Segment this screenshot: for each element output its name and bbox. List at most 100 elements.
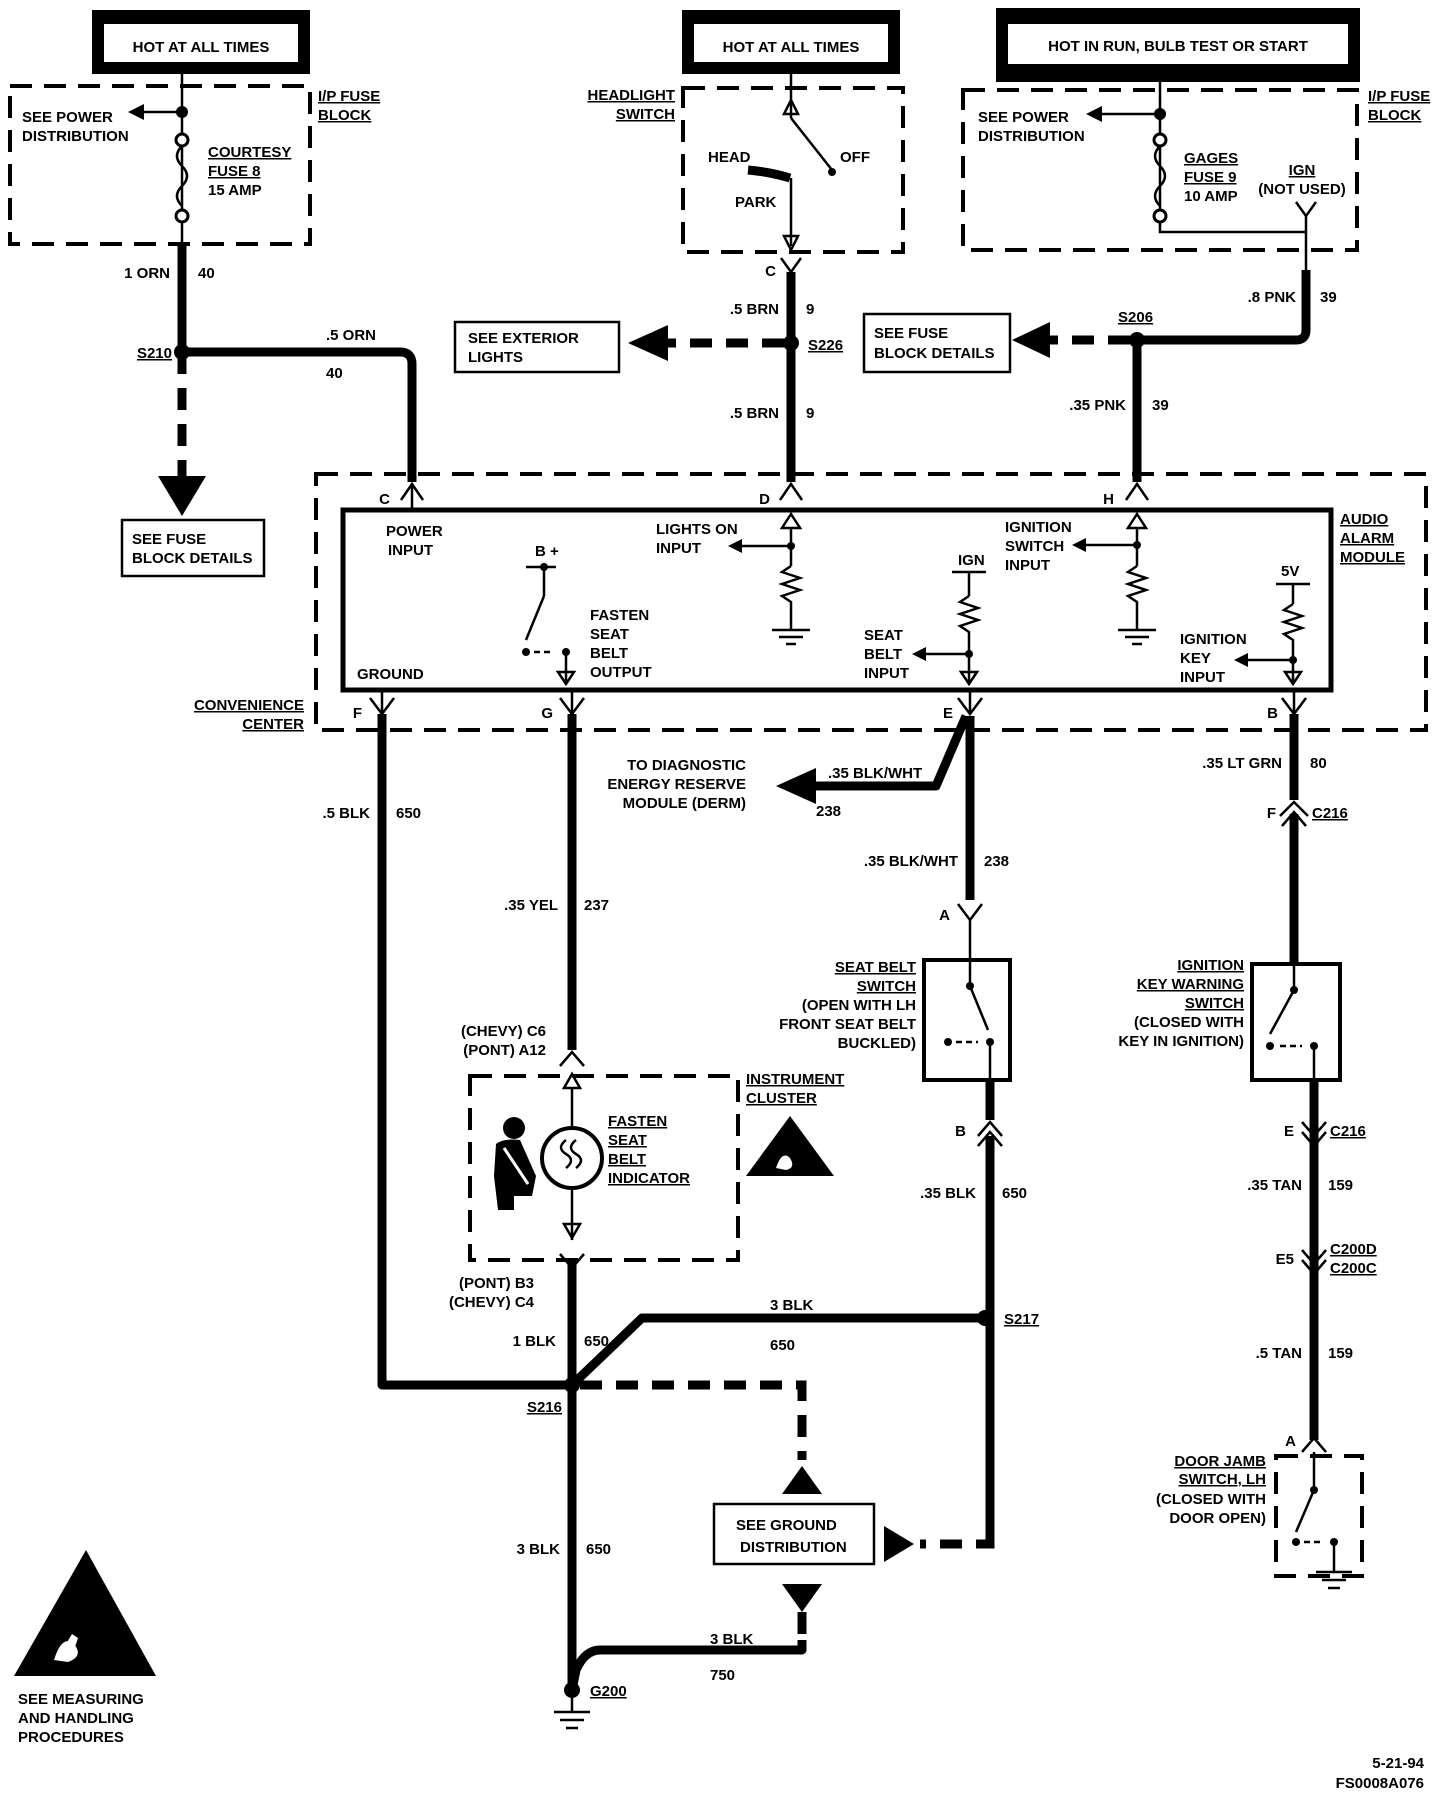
c216-e-pin: E (1284, 1123, 1294, 1140)
w11-circuit: 80 (1310, 755, 1327, 772)
headlight-title-1: HEADLIGHT (588, 87, 676, 104)
fuse-details-left-2: BLOCK DETAILS (132, 550, 253, 567)
door-title-2: SWITCH, LH (1179, 1471, 1267, 1488)
w16-gauge: 3 BLK (770, 1297, 814, 1314)
door-jamb-switch: A DOOR JAMB SWITCH, LH (CLOSED WITH DOOR… (1156, 1433, 1364, 1590)
instrument-cluster: (CHEVY) C6 (PONT) A12 FASTEN SEAT BELT I… (449, 1023, 844, 1385)
fasten-output-3: BELT (590, 645, 628, 662)
cluster-pin-bottom-1: (PONT) B3 (459, 1275, 534, 1292)
w9-gauge: .35 BLK/WHT (828, 765, 922, 782)
headlight-park: PARK (735, 194, 777, 211)
ik-title-1: IGNITION (1177, 957, 1244, 974)
hot-in-run-box: HOT IN RUN, BULB TEST OR START (996, 8, 1360, 82)
w2-circuit: 40 (326, 365, 343, 382)
right-fuse-block: SEE POWER DISTRIBUTION I/P FUSE BLOCK GA… (961, 82, 1430, 270)
module-title-2: ALARM (1340, 530, 1394, 547)
pin-b: B (1267, 705, 1278, 722)
w9-circuit: 238 (816, 803, 841, 820)
s216-label: S216 (527, 1399, 562, 1416)
w14-gauge: .5 TAN (1256, 1345, 1302, 1362)
hot-left-label: HOT AT ALL TIMES (133, 39, 270, 56)
w7-circuit: 650 (396, 805, 421, 822)
seat-belt-input-3: INPUT (864, 665, 909, 682)
w8-circuit: 237 (584, 897, 609, 914)
pin-h: H (1103, 491, 1114, 508)
w2-gauge: .5 ORN (326, 327, 376, 344)
s210-label: S210 (137, 345, 172, 362)
fuse-details-right-2: BLOCK DETAILS (874, 345, 995, 362)
g200-label: G200 (590, 1683, 627, 1700)
w17-gauge: 3 BLK (517, 1541, 561, 1558)
ign-label-module: IGN (958, 552, 985, 569)
w18-gauge: 3 BLK (710, 1631, 754, 1648)
hot-at-all-times-mid-box: HOT AT ALL TIMES (682, 10, 900, 74)
sb-note-3: BUCKLED) (838, 1035, 916, 1052)
fasten-output-2: SEAT (590, 626, 629, 643)
indicator-1: FASTEN (608, 1113, 667, 1130)
hot-mid-label: HOT AT ALL TIMES (723, 39, 860, 56)
ignition-key-warning-switch: IGNITION KEY WARNING SWITCH (CLOSED WITH… (1118, 957, 1377, 1440)
right-see-power-2: DISTRIBUTION (978, 128, 1085, 145)
ign-switch-1: IGNITION (1005, 519, 1072, 536)
seat-belt-switch: SEAT BELT SWITCH (OPEN WITH LH FRONT SEA… (779, 958, 1027, 1544)
right-fuse-block-label-1: I/P FUSE (1368, 88, 1430, 105)
cluster-pin-bottom-2: (CHEVY) C4 (449, 1294, 535, 1311)
sb-pin-a: A (939, 907, 950, 924)
fasten-output-1: FASTEN (590, 607, 649, 624)
left-see-power-2: DISTRIBUTION (22, 128, 129, 145)
sb-pin-b: B (955, 1123, 966, 1140)
ign-key-input-1: IGNITION (1180, 631, 1247, 648)
cluster-pin-top-1: (CHEVY) C6 (461, 1023, 546, 1040)
w16-circuit: 650 (770, 1337, 795, 1354)
w12-gauge: .35 BLK (920, 1185, 976, 1202)
w15-circuit: 650 (584, 1333, 609, 1350)
w14-circuit: 159 (1328, 1345, 1353, 1362)
w10-circuit: 238 (984, 853, 1009, 870)
gages-fuse-1: GAGES (1184, 150, 1238, 167)
fasten-output-4: OUTPUT (590, 664, 652, 681)
power-input-2: INPUT (388, 542, 433, 559)
connectors: A F C216 (939, 800, 1348, 964)
ign-label: IGN (1289, 162, 1316, 179)
derm-1: TO DIAGNOSTIC (627, 757, 746, 774)
convenience-center-1: CONVENIENCE (194, 697, 304, 714)
headlight-pin-c: C (765, 263, 776, 280)
headlight-head: HEAD (708, 149, 751, 166)
derm-2: ENERGY RESERVE (607, 776, 746, 793)
fuse-details-right-1: SEE FUSE (874, 325, 948, 342)
w5-gauge: .8 PNK (1248, 289, 1297, 306)
ground-dist-2: DISTRIBUTION (740, 1539, 847, 1556)
lower-wires: .5 BLK 650 .35 YEL 237 .35 BLK/WHT 238 T… (322, 714, 1327, 1390)
w6-gauge: .35 PNK (1069, 397, 1126, 414)
hot-right-label: HOT IN RUN, BULB TEST OR START (1048, 38, 1308, 55)
w1-circuit: 40 (198, 265, 215, 282)
door-note-2: DOOR OPEN) (1169, 1510, 1266, 1527)
w3-circuit: 9 (806, 301, 814, 318)
left-fuse-block-label-1: I/P FUSE (318, 88, 380, 105)
right-see-power-1: SEE POWER (978, 109, 1069, 126)
c216-f-pin: F (1267, 805, 1276, 822)
c200d-label: C200D (1330, 1241, 1377, 1258)
pin-d: D (759, 491, 770, 508)
w13-circuit: 159 (1328, 1177, 1353, 1194)
ext-lights-1: SEE EXTERIOR (468, 330, 579, 347)
pin-f: F (353, 705, 362, 722)
left-fuse-block: SEE POWER DISTRIBUTION I/P FUSE BLOCK CO… (8, 74, 380, 246)
cluster-title-2: CLUSTER (746, 1090, 817, 1107)
footer-code: FS0008A076 (1336, 1775, 1424, 1792)
convenience-center-2: CENTER (242, 716, 304, 733)
esd-text-2: AND HANDLING (18, 1710, 134, 1727)
w3-gauge: .5 BRN (730, 301, 779, 318)
w7-gauge: .5 BLK (322, 805, 370, 822)
left-fuse-block-label-2: BLOCK (318, 107, 371, 124)
derm-3: MODULE (DERM) (623, 795, 746, 812)
w5-circuit: 39 (1320, 289, 1337, 306)
ign-key-input-3: INPUT (1180, 669, 1225, 686)
s217-label: S217 (1004, 1311, 1039, 1328)
seat-belt-person-icon (494, 1117, 536, 1210)
door-note-1: (CLOSED WITH (1156, 1491, 1266, 1508)
right-fuse-block-label-2: BLOCK (1368, 107, 1421, 124)
headlight-switch: HEADLIGHT SWITCH HEAD OFF PARK (588, 74, 905, 254)
ik-title-2: KEY WARNING (1137, 976, 1244, 993)
